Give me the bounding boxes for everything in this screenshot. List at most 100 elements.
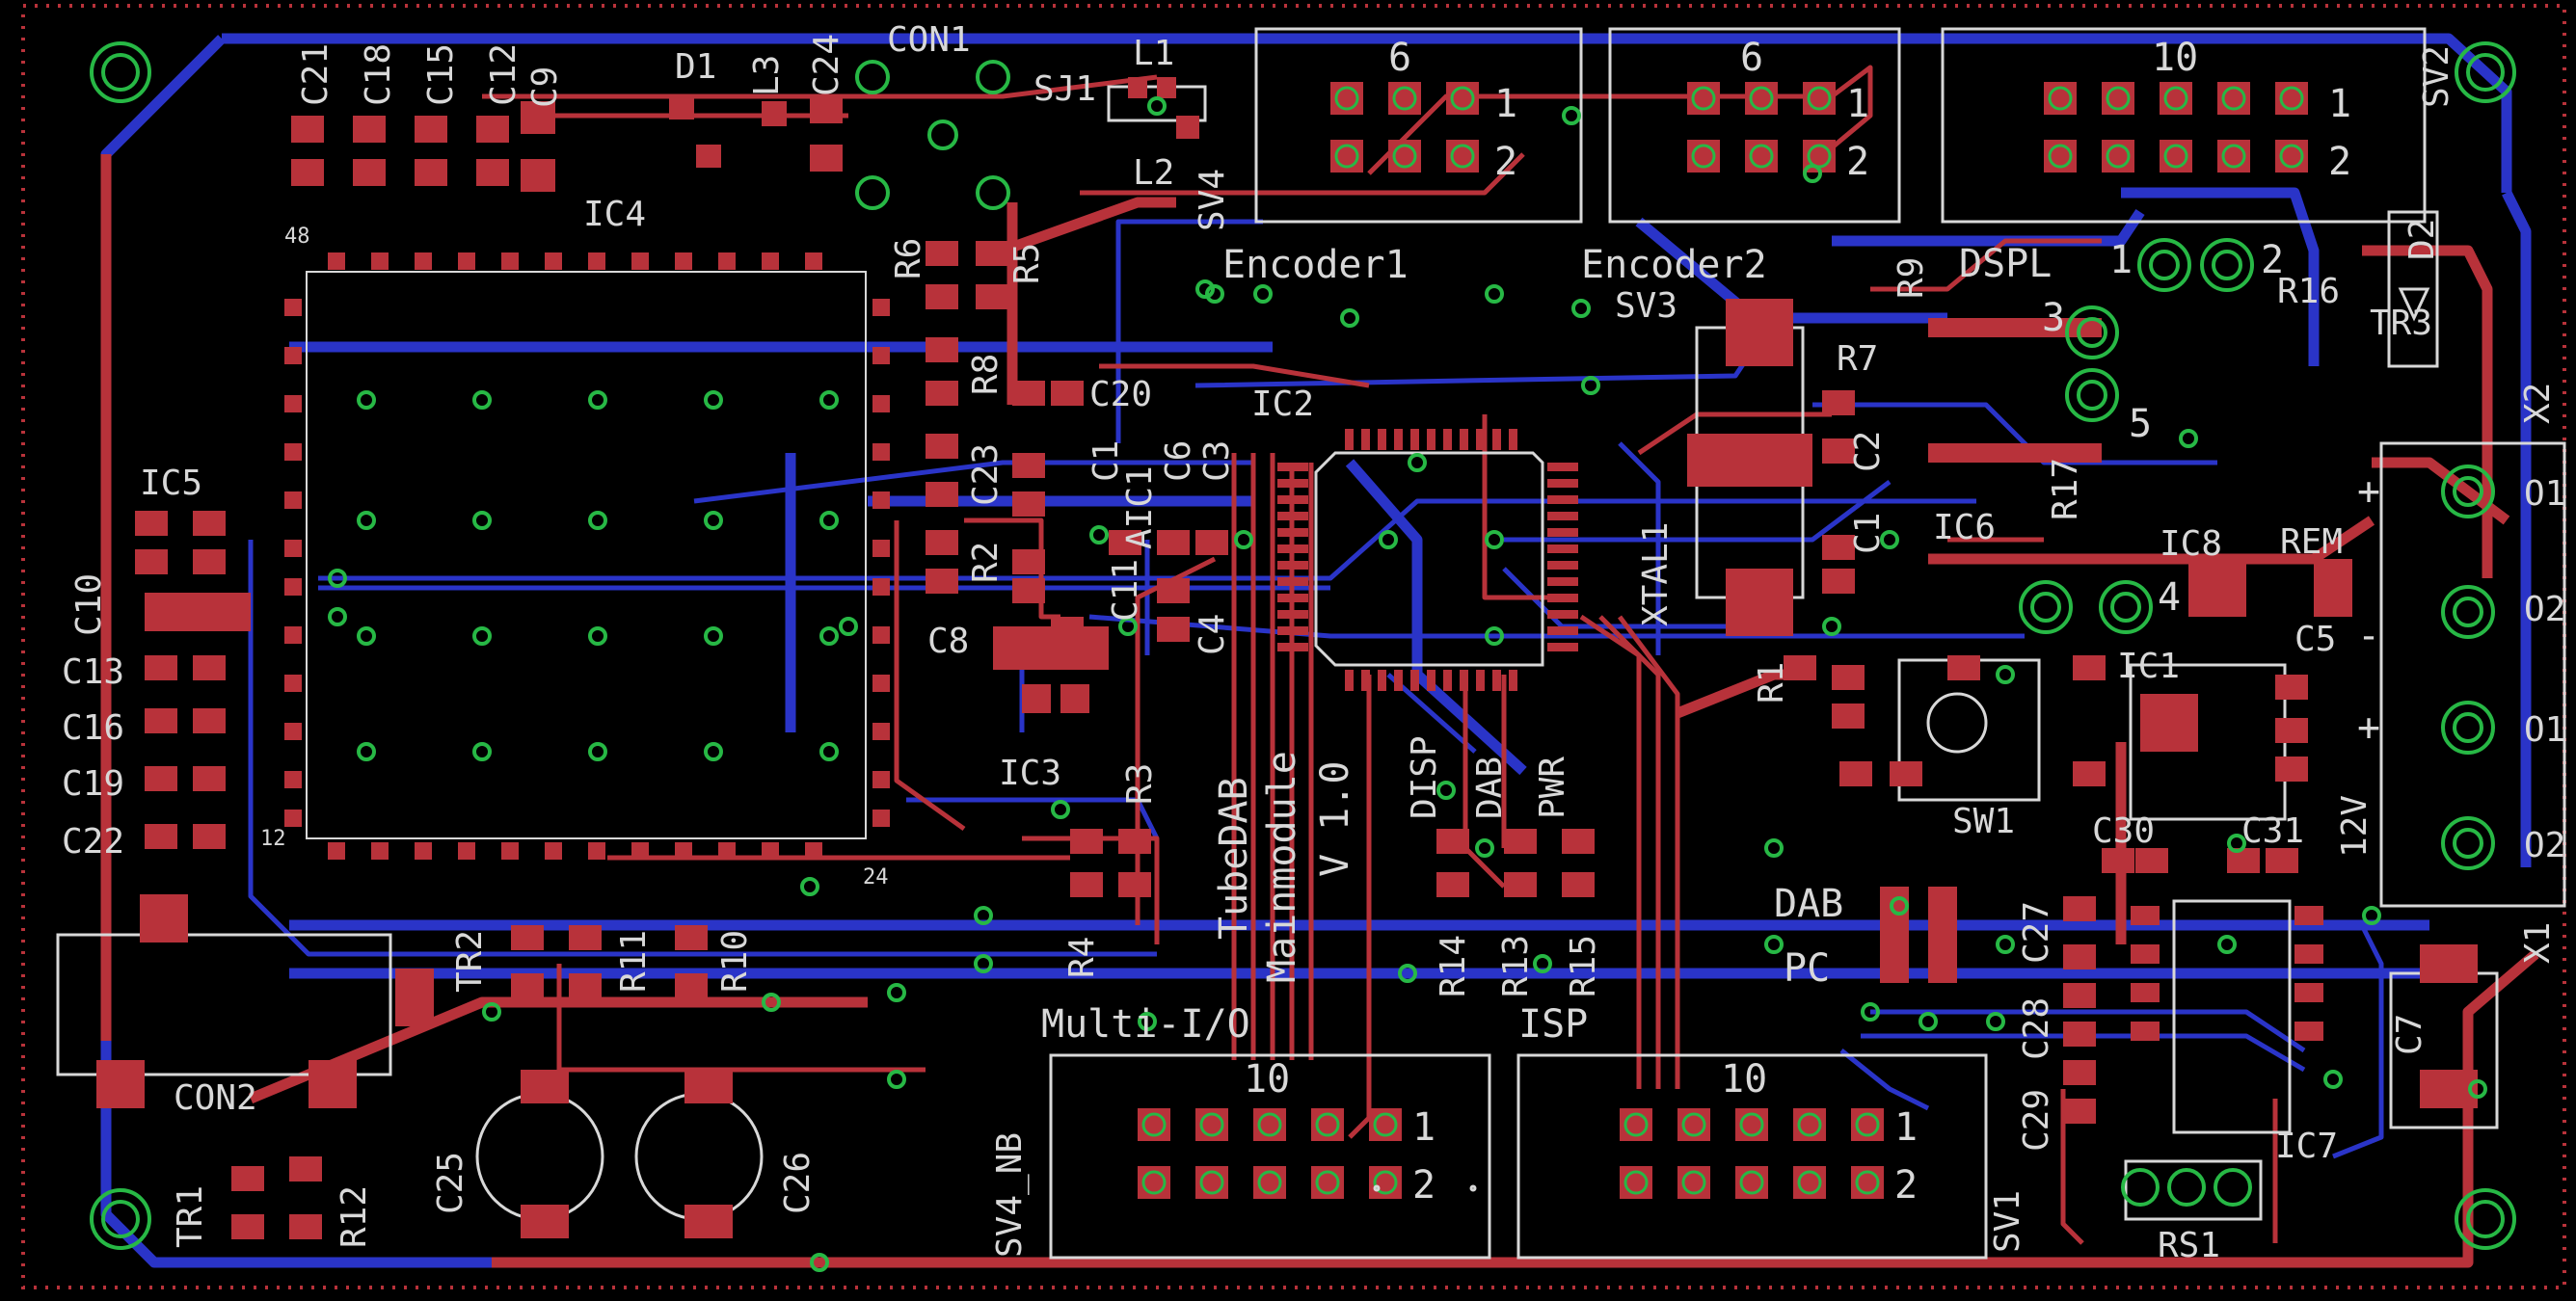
- label-c9: C9: [525, 66, 565, 108]
- vias: [90, 41, 2516, 1272]
- label-sv2: SV2: [2417, 44, 2456, 108]
- pin-1-multi: 1: [1412, 1105, 1436, 1150]
- label-c15: C15: [421, 42, 461, 106]
- label-sj1: SJ1: [1033, 69, 1097, 109]
- label-c11: C11: [1106, 558, 1145, 622]
- label-r12: R12: [335, 1184, 374, 1248]
- label-r17: R17: [2046, 457, 2085, 520]
- label-multi-io: Multi-I/O: [1041, 1002, 1250, 1047]
- pin-2-enc2: 2: [1846, 140, 1870, 184]
- label-c4: C4: [1193, 613, 1232, 655]
- label-r8: R8: [966, 353, 1006, 395]
- smd-pads: [96, 77, 2478, 1239]
- title-line-3: V 1.0: [1313, 760, 1357, 877]
- label-pc: PC: [1784, 946, 1831, 991]
- label-c7: C7: [2390, 1013, 2429, 1055]
- label-l3: L3: [747, 54, 787, 96]
- pin-5-dspl: 5: [2129, 402, 2153, 446]
- label-c30: C30: [2092, 811, 2156, 851]
- label-c20: C20: [1089, 375, 1153, 414]
- label-sv3: SV3: [1615, 286, 1678, 326]
- label-l1: L1: [1133, 34, 1175, 73]
- label-r9: R9: [1892, 256, 1931, 299]
- label-c28: C28: [2017, 996, 2056, 1060]
- label-con1: CON1: [887, 20, 971, 60]
- label-encoder2: Encoder2: [1581, 243, 1767, 287]
- label-c27: C27: [2017, 900, 2056, 964]
- label-r6: R6: [889, 237, 928, 279]
- label-sv1: SV1: [1988, 1189, 2027, 1253]
- label-isp: ISP: [1518, 1002, 1589, 1047]
- title-line-2: Mainmodule: [1260, 751, 1304, 983]
- module-pin-12: 12: [260, 827, 286, 851]
- ic2-package: [1277, 429, 1578, 691]
- module-pads: [284, 252, 890, 860]
- label-x2: X2: [2518, 382, 2558, 424]
- label-ic3: IC3: [999, 754, 1062, 793]
- label-encoder2-pins: 6: [1740, 36, 1764, 80]
- label-ic1: IC1: [2117, 647, 2181, 686]
- label-c29: C29: [2017, 1088, 2056, 1152]
- label-ic6: IC6: [1933, 508, 1997, 547]
- label-dspl: DSPL: [1959, 242, 2053, 286]
- label-c16: C16: [62, 708, 125, 748]
- label-c18: C18: [359, 42, 398, 106]
- pin-1-sv2: 1: [2328, 82, 2352, 126]
- label-c1-left: C1: [1087, 439, 1126, 482]
- label-sv2-pins: 10: [2152, 36, 2199, 80]
- label-encoder1: Encoder1: [1222, 243, 1409, 287]
- bottom-copper-thin: [248, 219, 2384, 1159]
- label-r2: R2: [966, 541, 1006, 583]
- label-tr1: TR1: [171, 1184, 210, 1248]
- label-encoder1-pins: 6: [1388, 36, 1412, 80]
- pin-2-multi: 2: [1412, 1163, 1436, 1208]
- label-12v: 12V: [2335, 794, 2375, 858]
- label-r7: R7: [1837, 339, 1879, 379]
- label-l2: L2: [1133, 153, 1175, 193]
- label-x1: X1: [2518, 921, 2558, 964]
- label-r11: R11: [614, 929, 654, 993]
- label-aic1: AIC1: [1120, 465, 1160, 549]
- v12-plus: +: [2357, 705, 2381, 750]
- label-d2: D2: [2402, 218, 2442, 260]
- label-c10: C10: [69, 572, 109, 636]
- label-isp-pins: 10: [1721, 1057, 1768, 1102]
- label-ic7: IC7: [2275, 1127, 2339, 1166]
- label-c12: C12: [484, 42, 523, 106]
- label-sw1: SW1: [1952, 802, 2016, 841]
- label-r14: R14: [1434, 934, 1473, 997]
- label-c5: C5: [2294, 620, 2337, 659]
- label-sv4: SV4: [1193, 168, 1232, 231]
- label-ic5: IC5: [140, 464, 203, 503]
- silkscreen-misc: [1373, 210, 2439, 1192]
- module-pin-24: 24: [863, 865, 889, 889]
- label-disp: DISP: [1405, 735, 1444, 819]
- label-c13: C13: [62, 652, 125, 692]
- label-r5: R5: [1007, 242, 1047, 284]
- label-pwr: PWR: [1533, 756, 1572, 819]
- pin-2-enc1: 2: [1494, 140, 1518, 184]
- label-dab-led: DAB: [1470, 756, 1510, 819]
- header-pads: [1138, 82, 2308, 1199]
- label-tr2: TR2: [450, 929, 490, 993]
- label-c25: C25: [431, 1151, 470, 1214]
- pin-1-enc1: 1: [1494, 82, 1518, 126]
- label-ic2: IC2: [1251, 385, 1315, 424]
- label-r1: R1: [1752, 661, 1791, 704]
- label-multi-io-pins: 10: [1244, 1057, 1291, 1102]
- label-r16: R16: [2277, 272, 2341, 311]
- label-c21: C21: [296, 42, 335, 106]
- rem-minus: -: [2357, 614, 2381, 658]
- pin-3-dspl: 3: [2042, 296, 2066, 340]
- label-c2: C2: [1848, 430, 1888, 472]
- label-c1-right: C1: [1848, 512, 1888, 554]
- label-c26: C26: [778, 1151, 818, 1214]
- label-ic4: IC4: [583, 195, 647, 234]
- label-r4: R4: [1062, 936, 1102, 978]
- pin-2-dspl: 2: [2261, 238, 2285, 282]
- label-tr3: TR3: [2370, 304, 2433, 343]
- label-sv4-nb: SV4_NB: [990, 1131, 1030, 1258]
- title-line-1: TubeDAB: [1212, 777, 1256, 940]
- pin-1-dspl: 1: [2109, 238, 2133, 282]
